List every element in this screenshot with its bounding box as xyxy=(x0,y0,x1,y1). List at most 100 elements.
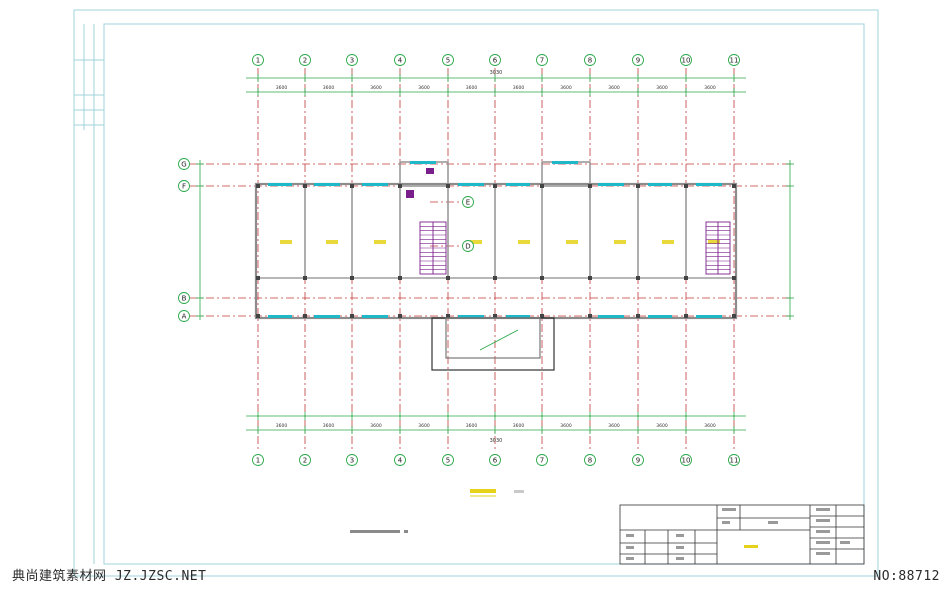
title-block-marks xyxy=(626,508,850,560)
column xyxy=(350,184,354,188)
axis-bubble-7-bottom xyxy=(536,454,548,466)
bay-dimension-top: 3600 xyxy=(704,85,716,91)
column xyxy=(636,314,640,318)
column xyxy=(540,314,544,318)
overall-dimension-top: 3030 xyxy=(490,70,503,76)
window-toilet xyxy=(410,161,436,164)
window-south xyxy=(696,315,722,318)
window-south xyxy=(268,315,292,318)
axis-bubble-3-top xyxy=(346,54,358,66)
bay-dimension-bottom: 3600 xyxy=(656,423,668,429)
column xyxy=(684,276,688,280)
axis-bubble-7-top xyxy=(536,54,548,66)
axis-label-9: 9 xyxy=(636,57,640,65)
axis-bubble-6-top xyxy=(489,54,501,66)
window-south xyxy=(598,315,624,318)
axis-bubble-4-bottom xyxy=(394,454,406,466)
column xyxy=(303,184,307,188)
room-label-mark xyxy=(374,240,386,244)
axis-label-A: A xyxy=(182,313,187,321)
axis-bubble-5-bottom xyxy=(442,454,454,466)
bay-dimension-top: 3600 xyxy=(466,85,478,91)
bay-dimension-bottom: 3600 xyxy=(276,423,288,429)
axis-label-5: 5 xyxy=(446,57,450,65)
bay-dimension-bottom: 3600 xyxy=(704,423,716,429)
bay-dimension-bottom: 3600 xyxy=(608,423,620,429)
bay-dimension-bottom: 3600 xyxy=(466,423,478,429)
column xyxy=(540,184,544,188)
column xyxy=(256,276,260,280)
column xyxy=(398,184,402,188)
axis-bubble-9-bottom xyxy=(632,454,644,466)
toilet-fixture xyxy=(426,168,434,174)
axis-label-10: 10 xyxy=(682,57,691,65)
stairs xyxy=(406,168,731,275)
axis-label-4: 4 xyxy=(398,457,403,465)
axis-bubble-4-top xyxy=(394,54,406,66)
window-stair xyxy=(552,161,578,164)
axis-label-5: 5 xyxy=(446,457,450,465)
axis-bubble-2-bottom xyxy=(299,454,311,466)
axis-bubble-2-top xyxy=(299,54,311,66)
bay-dimension-top: 3600 xyxy=(608,85,620,91)
column xyxy=(256,184,260,188)
column xyxy=(588,314,592,318)
axis-label-8: 8 xyxy=(588,57,592,65)
window-north xyxy=(598,183,624,186)
column xyxy=(303,314,307,318)
axis-bubble-6-bottom xyxy=(489,454,501,466)
axis-label-8: 8 xyxy=(588,457,592,465)
axis-label-7: 7 xyxy=(540,57,544,65)
column xyxy=(398,314,402,318)
column xyxy=(732,314,736,318)
axis-bubble-11-bottom xyxy=(728,454,740,466)
axis-label-3: 3 xyxy=(350,57,354,65)
windows xyxy=(268,161,722,318)
axis-bubble-D xyxy=(462,240,474,252)
window-north xyxy=(696,183,722,186)
inner-frame xyxy=(103,23,865,565)
axis-label-6: 6 xyxy=(493,57,498,65)
room-label-mark xyxy=(566,240,578,244)
axis-bubble-8-top xyxy=(584,54,596,66)
stair-hall-north xyxy=(541,161,591,187)
column xyxy=(303,276,307,280)
window-north xyxy=(506,183,530,186)
axis-label-10: 10 xyxy=(682,457,691,465)
bay-dimension-bottom: 3600 xyxy=(418,423,430,429)
toilet-block xyxy=(399,161,449,187)
bay-dimension-top: 3600 xyxy=(418,85,430,91)
room-label-mark xyxy=(708,240,720,244)
window-north xyxy=(268,183,292,186)
title-block xyxy=(619,504,865,565)
drawing-note xyxy=(350,530,408,533)
axis-bubble-11-top xyxy=(728,54,740,66)
axis-label-9: 9 xyxy=(636,457,640,465)
axis-bubble-B xyxy=(178,292,190,304)
axis-label-6: 6 xyxy=(493,457,498,465)
column xyxy=(350,276,354,280)
window-north xyxy=(648,183,672,186)
column xyxy=(540,276,544,280)
axis-bubble-8-bottom xyxy=(584,454,596,466)
column xyxy=(350,314,354,318)
bay-dimension-top: 3600 xyxy=(370,85,382,91)
room-label-mark xyxy=(614,240,626,244)
window-north xyxy=(314,183,340,186)
plan-title xyxy=(470,489,524,497)
outer-frame xyxy=(73,9,879,577)
watermark-site: 典尚建筑素材网 JZ.JZSC.NET xyxy=(12,569,207,584)
bay-dimension-top: 3600 xyxy=(513,85,525,91)
axis-label-F: F xyxy=(182,183,186,191)
column xyxy=(732,184,736,188)
axis-label-B: B xyxy=(182,295,187,303)
column xyxy=(446,184,450,188)
axis-bubble-1-bottom xyxy=(252,454,264,466)
axis-bubble-9-top xyxy=(632,54,644,66)
bay-dimension-top: 3600 xyxy=(276,85,288,91)
bay-dimension-top: 3600 xyxy=(323,85,335,91)
axis-bubble-10-bottom xyxy=(680,454,692,466)
axis-label-2: 2 xyxy=(303,457,307,465)
